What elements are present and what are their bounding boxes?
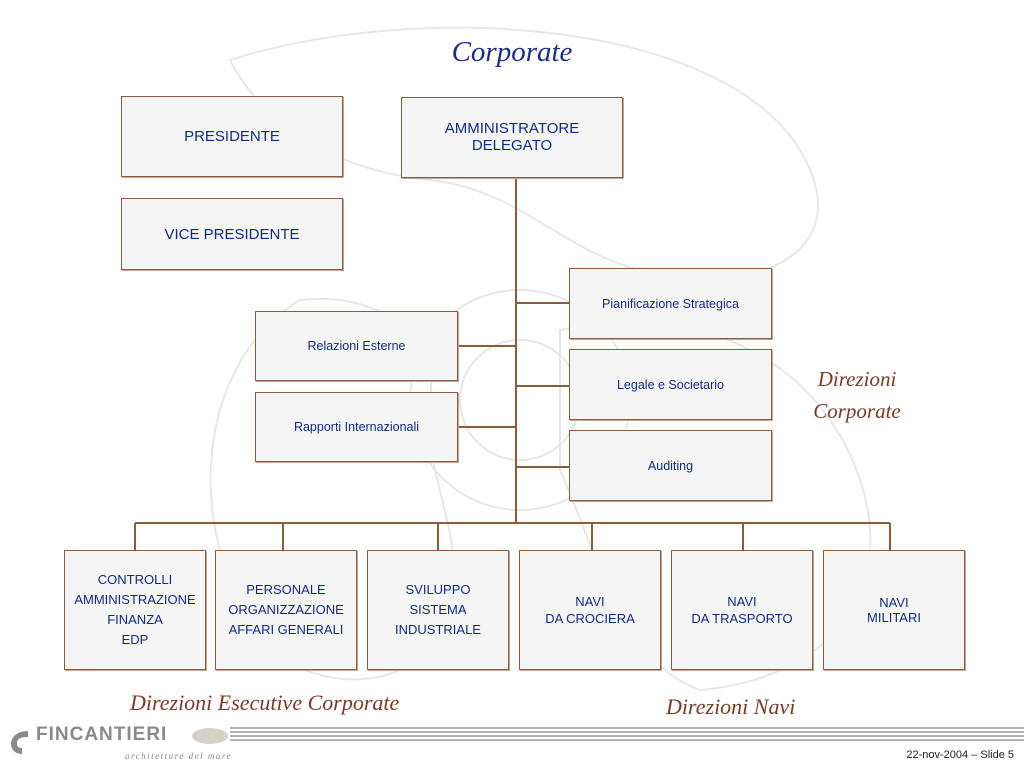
box-controlli-amministrazione: CONTROLLI AMMINISTRAZIONE FINANZA EDP xyxy=(64,550,206,670)
box-amministratore-label: AMMINISTRATORE DELEGATO xyxy=(444,120,580,154)
box-sviluppo-sistema: SVILUPPO SISTEMA INDUSTRIALE xyxy=(367,550,509,670)
logo-tagline: architetture del mare xyxy=(125,751,232,761)
box-rapporti-internazionali: Rapporti Internazionali xyxy=(255,392,458,462)
box-personale-organizzazione: PERSONALE ORGANIZZAZIONE AFFARI GENERALI xyxy=(215,550,357,670)
slide-info: 22-nov-2004 – Slide 5 xyxy=(906,749,1014,761)
box-relazioni-esterne-label: Relazioni Esterne xyxy=(307,339,406,353)
box-navi-militari-label: NAVI MILITARI xyxy=(867,595,921,625)
box-relazioni-esterne: Relazioni Esterne xyxy=(255,311,458,381)
box-amministratore-delegato: AMMINISTRATORE DELEGATO xyxy=(401,97,623,178)
box-navi-crociera-label: NAVI DA CROCIERA xyxy=(545,594,635,626)
box-navi-trasporto-label: NAVI DA TRASPORTO xyxy=(691,594,793,626)
box-auditing: Auditing xyxy=(569,430,772,501)
footer xyxy=(0,718,1024,768)
label-direzioni-navi: Direzioni Navi xyxy=(666,694,796,719)
box-personale-label: PERSONALE ORGANIZZAZIONE AFFARI GENERALI xyxy=(228,582,344,637)
box-navi-trasporto: NAVI DA TRASPORTO xyxy=(671,550,813,670)
fincantieri-logo: FINCANTIERI xyxy=(36,724,168,745)
box-presidente-label: PRESIDENTE xyxy=(184,128,280,145)
box-navi-crociera: NAVI DA CROCIERA xyxy=(519,550,661,670)
box-controlli-label: CONTROLLI AMMINISTRAZIONE FINANZA EDP xyxy=(74,572,196,647)
box-navi-militari: NAVI MILITARI xyxy=(823,550,965,670)
box-pianificazione-strategica: Pianificazione Strategica xyxy=(569,268,772,339)
box-legale-label: Legale e Societario xyxy=(616,377,725,392)
box-legale-societario: Legale e Societario xyxy=(569,349,772,420)
footer-stripes xyxy=(192,727,1024,744)
box-auditing-label: Auditing xyxy=(647,458,694,473)
box-vice-presidente-label: VICE PRESIDENTE xyxy=(164,225,300,243)
fincantieri-logo-icon xyxy=(11,731,28,754)
label-direzioni-corporate: Direzioni Corporate xyxy=(813,367,901,423)
label-direzioni-esecutive: Direzioni Esecutive Corporate xyxy=(130,690,400,715)
box-rapporti-internazionali-label: Rapporti Internazionali xyxy=(293,420,420,434)
box-vice-presidente: VICE PRESIDENTE xyxy=(121,198,343,270)
box-pianificazione-label: Pianificazione Strategica xyxy=(602,296,739,311)
page-title: Corporate xyxy=(451,36,573,68)
box-sviluppo-label: SVILUPPO SISTEMA INDUSTRIALE xyxy=(395,582,481,637)
box-presidente: PRESIDENTE xyxy=(121,96,343,177)
